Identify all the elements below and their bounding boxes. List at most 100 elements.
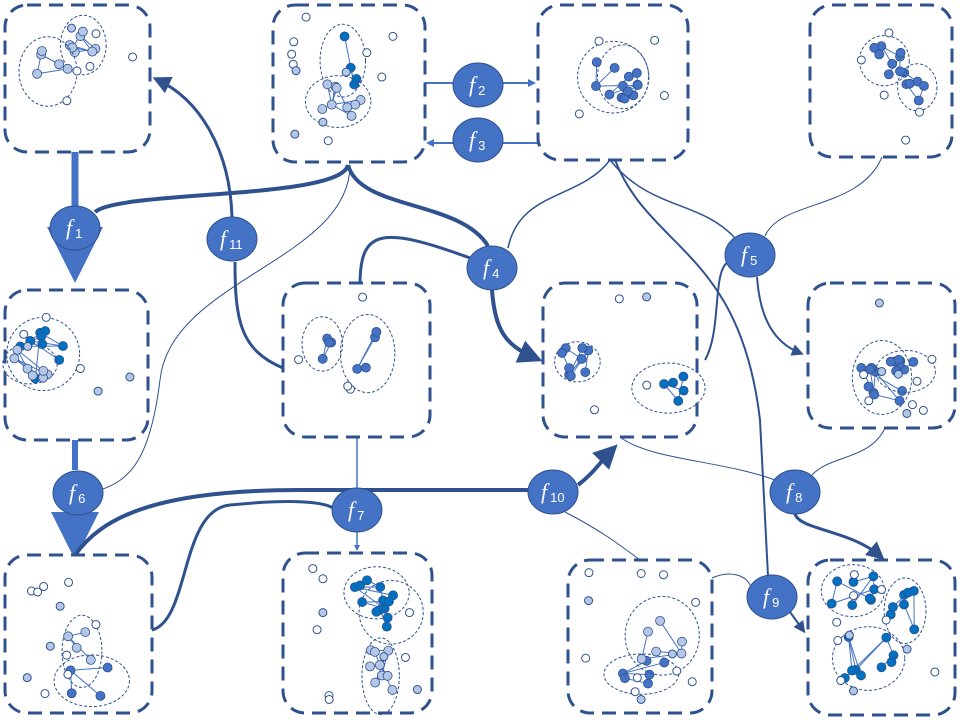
cluster-boundary xyxy=(61,614,103,688)
isolated-node xyxy=(636,694,646,704)
graph-node xyxy=(12,344,23,355)
graph-node xyxy=(342,102,353,113)
graph-node xyxy=(894,395,905,406)
isolated-node xyxy=(632,673,642,683)
function-ellipse xyxy=(724,232,776,278)
isolated-node xyxy=(589,405,599,415)
graph-edge xyxy=(70,669,101,697)
edge-arrow xyxy=(576,444,618,487)
cluster-boundary xyxy=(59,14,107,76)
isolated-node xyxy=(323,136,333,146)
graph-node xyxy=(676,648,687,659)
cluster-boundary xyxy=(851,340,913,415)
cluster-boundary xyxy=(631,362,706,414)
edges xyxy=(47,77,886,634)
graph-node xyxy=(865,364,875,375)
edge-arrow xyxy=(764,156,883,237)
isolated-node xyxy=(62,96,72,106)
isolated-node xyxy=(125,372,135,382)
graph-edge xyxy=(855,637,887,671)
graph-node xyxy=(381,621,392,632)
graph-edge xyxy=(659,620,682,654)
state-box xyxy=(566,558,714,715)
graph-node xyxy=(643,678,653,689)
cluster-boundary xyxy=(875,349,936,393)
edge-arrow xyxy=(358,235,471,286)
isolated-node xyxy=(691,597,701,607)
function-ellipse xyxy=(452,62,504,108)
isolated-node xyxy=(594,36,604,46)
graph-node xyxy=(357,597,368,607)
isolated-node xyxy=(642,292,652,302)
isolated-node xyxy=(85,61,95,71)
isolated-node xyxy=(614,294,624,304)
state-box xyxy=(281,551,434,715)
edge-arrow xyxy=(614,159,769,577)
edge-arrow xyxy=(789,611,806,634)
isolated-node xyxy=(291,66,301,76)
graph-state-8 xyxy=(806,281,957,430)
isolated-node xyxy=(659,570,669,580)
isolated-node xyxy=(584,596,594,606)
graph-node xyxy=(95,691,106,701)
graph-node xyxy=(677,636,687,647)
graph-node xyxy=(847,665,857,676)
edge-arrow xyxy=(152,77,234,218)
isolated-node xyxy=(312,625,322,635)
isolated-node xyxy=(22,673,32,683)
graph-state-10 xyxy=(281,551,434,715)
isolated-node xyxy=(877,367,887,377)
isolated-node xyxy=(318,574,328,584)
graph-node xyxy=(317,104,328,114)
isolated-node xyxy=(294,355,304,365)
isolated-node xyxy=(318,117,328,127)
edge-arrow xyxy=(564,511,641,561)
cluster-boundary xyxy=(831,626,906,691)
graph-node xyxy=(576,354,587,364)
graph-node xyxy=(903,587,913,598)
graph-node xyxy=(71,642,82,653)
isolated-node xyxy=(879,90,889,100)
function-ellipse xyxy=(746,574,798,620)
graph-node xyxy=(355,580,366,591)
graph-node xyxy=(895,66,905,77)
isolated-node xyxy=(290,129,300,139)
state-box xyxy=(536,3,690,162)
graph-node xyxy=(324,337,334,348)
graph-node xyxy=(620,673,630,684)
edge-arrow xyxy=(793,513,885,560)
edge-arrow xyxy=(609,159,736,239)
graph-node xyxy=(351,74,362,84)
isolated-node xyxy=(33,587,43,597)
isolated-node xyxy=(636,568,646,578)
graph-node xyxy=(678,371,689,382)
graph-state-7 xyxy=(541,281,706,439)
isolated-node xyxy=(64,577,74,587)
graph-node xyxy=(869,389,880,400)
isolated-node xyxy=(289,37,299,47)
isolated-node xyxy=(630,687,640,697)
state-box xyxy=(281,281,432,439)
graph-node xyxy=(38,366,49,376)
graph-state-6 xyxy=(281,281,432,439)
edge-arrow xyxy=(711,573,751,586)
function-ellipse xyxy=(466,245,518,291)
isolated-node xyxy=(412,685,422,695)
graph-node xyxy=(869,42,880,53)
graph-node xyxy=(87,46,98,57)
graph-node xyxy=(887,58,898,69)
graph-node xyxy=(326,99,337,110)
graph-node xyxy=(361,362,371,373)
isolated-node xyxy=(91,620,101,630)
edge-arrow xyxy=(93,164,350,214)
isolated-node xyxy=(927,354,937,364)
